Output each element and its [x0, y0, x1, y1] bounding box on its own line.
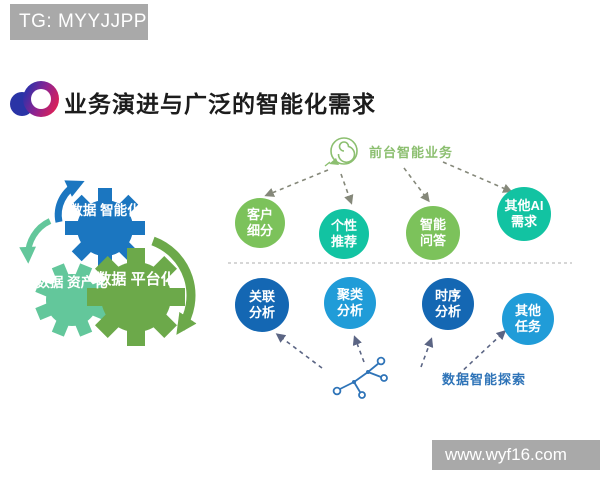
- bubble-line: 客户: [246, 207, 273, 223]
- bubble-line: 聚类: [336, 287, 363, 303]
- bubble-line: 任务: [514, 319, 541, 334]
- gear-label-data-platformization: 数据 平台化: [76, 270, 196, 290]
- bubble-line: 需求: [510, 214, 537, 229]
- bubble-clustering-analysis: 聚类 分析: [324, 277, 376, 329]
- bubble-line: 细分: [246, 223, 273, 238]
- top-dashed-arrows: [264, 161, 513, 205]
- bubble-customer-segmentation: 客户 细分: [235, 198, 285, 248]
- bubble-other-tasks: 其他 任务: [502, 293, 554, 345]
- logo-ring: [23, 81, 59, 117]
- bubble-line: 关联: [248, 289, 275, 305]
- bubble-line: 智能: [419, 217, 446, 233]
- send-target-icon: [324, 137, 358, 167]
- gear-label-data-assetization: 数据 资产化: [22, 274, 122, 292]
- channel-badge: TG: MYYJJPP: [10, 4, 148, 40]
- bubble-line: 分析: [248, 305, 275, 320]
- watermark-bar: www.wyf16.com: [432, 440, 600, 470]
- gear-label-line: 智能化: [100, 203, 141, 218]
- bubble-association-analysis: 关联 分析: [235, 278, 289, 332]
- blue-rotation-arrow: [54, 180, 85, 223]
- bubble-other-ai-needs: 其他AI 需求: [497, 187, 551, 241]
- bubble-line: 推荐: [330, 234, 357, 249]
- gear-label-line: 平台化: [130, 271, 176, 288]
- page-title: 业务演进与广泛的智能化需求: [64, 91, 376, 117]
- gear-data-assetization: [35, 263, 109, 337]
- gear-data-intelligence: [65, 188, 145, 268]
- gear-label-line: 数据: [96, 271, 127, 288]
- gear-label-line: 数据: [69, 203, 97, 218]
- data-intelligence-exploration-label: 数据智能探索: [442, 372, 527, 387]
- green-rotation-arrow: [151, 236, 197, 335]
- slide-logo-icon: [10, 81, 60, 123]
- bubble-personalized-recommendation: 个性 推荐: [319, 209, 369, 259]
- bubble-line: 其他AI: [504, 198, 544, 214]
- bubble-time-series-analysis: 时序 分析: [422, 278, 474, 330]
- gear-data-platformization: [87, 248, 185, 346]
- front-intelligent-business-label: 前台智能业务: [369, 145, 454, 160]
- bottom-dashed-arrows: [275, 330, 507, 376]
- network-graph-icon: [332, 356, 388, 399]
- bubble-line: 时序: [434, 288, 461, 304]
- gear-label-line: 数据: [36, 275, 64, 290]
- bubble-line: 其他: [514, 303, 541, 319]
- teal-rotation-arrow: [19, 218, 52, 264]
- gear-label-line: 资产化: [67, 275, 108, 290]
- bubble-line: 分析: [434, 304, 461, 319]
- gear-label-data-intelligence: 数据 智能化: [55, 202, 155, 220]
- bubble-line: 个性: [330, 218, 357, 234]
- bubble-line: 问答: [419, 233, 446, 248]
- bubble-line: 分析: [336, 303, 363, 318]
- bubble-intelligent-qa: 智能 问答: [406, 206, 460, 260]
